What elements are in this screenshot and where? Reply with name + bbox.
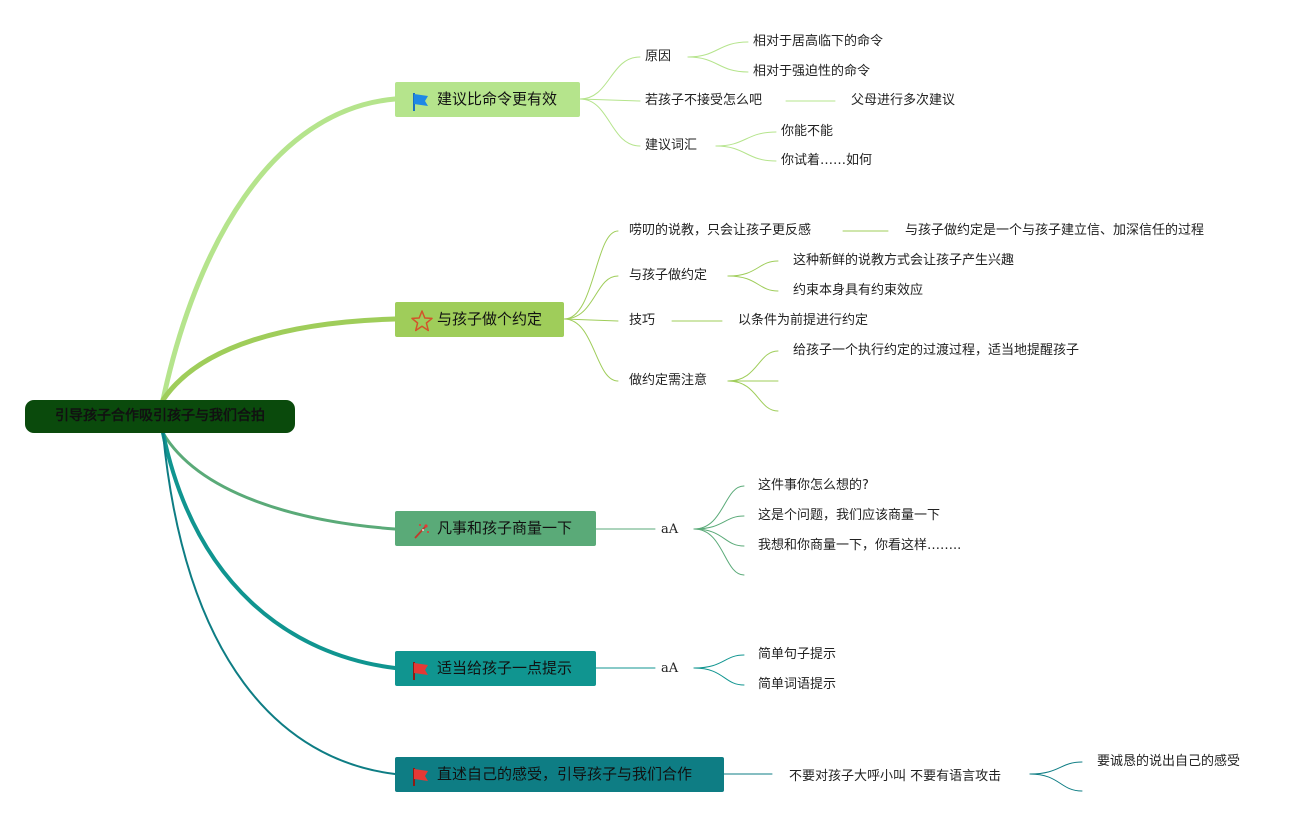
leaf-topic[interactable]: 相对于居高临下的命令 [753,34,884,49]
subtopic-skills[interactable]: 技巧 [629,313,656,328]
star-icon [411,310,433,332]
leaf-topic[interactable]: 你能不能 [781,124,834,139]
leaf-topic[interactable]: 相对于强迫性的命令 [753,64,871,79]
leaf-topic[interactable]: 这种新鲜的说教方式会让孩子产生兴趣 [793,253,1015,268]
branch-label: 与孩子做个约定 [437,310,543,328]
branch-discuss[interactable]: 凡事和孩子商量一下 [395,511,596,546]
leaf-topic[interactable]: 给孩子一个执行约定的过渡过程，适当地提醒孩子 [793,343,1080,358]
subtopic-reason[interactable]: 原因 [645,49,672,64]
leaf-topic[interactable]: 父母进行多次建议 [851,93,956,108]
leaf-topic[interactable]: 你试着……如何 [781,153,873,168]
branch-label: 适当给孩子一点提示 [437,659,573,677]
leaf-topic[interactable]: 约束本身具有约束效应 [793,283,924,298]
root-topic[interactable]: 引导孩子合作吸引孩子与我们合拍 [25,400,295,433]
subtopic-not-accept[interactable]: 若孩子不接受怎么吧 [645,93,763,108]
subtopic-nagging[interactable]: 唠叨的说教，只会让孩子更反感 [629,223,812,238]
branch-agreement[interactable]: 与孩子做个约定 [395,302,564,337]
branch-feelings[interactable]: 直述自己的感受，引导孩子与我们合作 [395,757,724,792]
branch-label: 建议比命令更有效 [437,90,558,108]
subtopic-notes[interactable]: 做约定需注意 [629,373,708,388]
branch-suggestion[interactable]: 建议比命令更有效 [395,82,580,117]
blue-flag-icon [411,90,431,111]
connector-root-b1 [160,96,398,403]
subtopic-vocabulary[interactable]: 建议词汇 [645,138,698,153]
connector-root-b2 [160,316,398,403]
leaf-topic[interactable]: 简单句子提示 [758,647,837,662]
connector-root-b3 [161,431,397,531]
subtopic-make-agreement[interactable]: 与孩子做约定 [629,268,708,283]
leaf-topic[interactable]: 简单词语提示 [758,677,837,692]
leaf-topic[interactable]: 这件事你怎么想的? [758,478,869,493]
leaf-topic[interactable]: 以条件为前提进行约定 [738,313,869,328]
branch-label: 凡事和孩子商量一下 [437,519,573,537]
red-flag-icon [411,765,431,786]
leaf-topic[interactable]: 这是个问题，我们应该商量一下 [758,508,941,523]
red-flag-icon [411,659,431,680]
subtopic-no-yelling[interactable]: 不要对孩子大呼小叫 不要有语言攻击 [789,769,1002,784]
leaf-topic[interactable]: 要诚恳的说出自己的感受 [1097,754,1241,769]
connector-root-b5 [162,432,396,775]
subtopic-aa[interactable]: aA [661,661,679,676]
branch-hints[interactable]: 适当给孩子一点提示 [395,651,596,686]
branch-label: 直述自己的感受，引导孩子与我们合作 [437,765,693,783]
leaf-topic[interactable]: 我想和你商量一下，你看这样…….. [758,538,962,553]
leaf-topic[interactable]: 与孩子做约定是一个与孩子建立信、加深信任的过程 [905,223,1205,238]
sparkle-icon [411,519,431,539]
subtopic-aa[interactable]: aA [661,522,679,537]
connector-root-b4 [161,431,397,670]
